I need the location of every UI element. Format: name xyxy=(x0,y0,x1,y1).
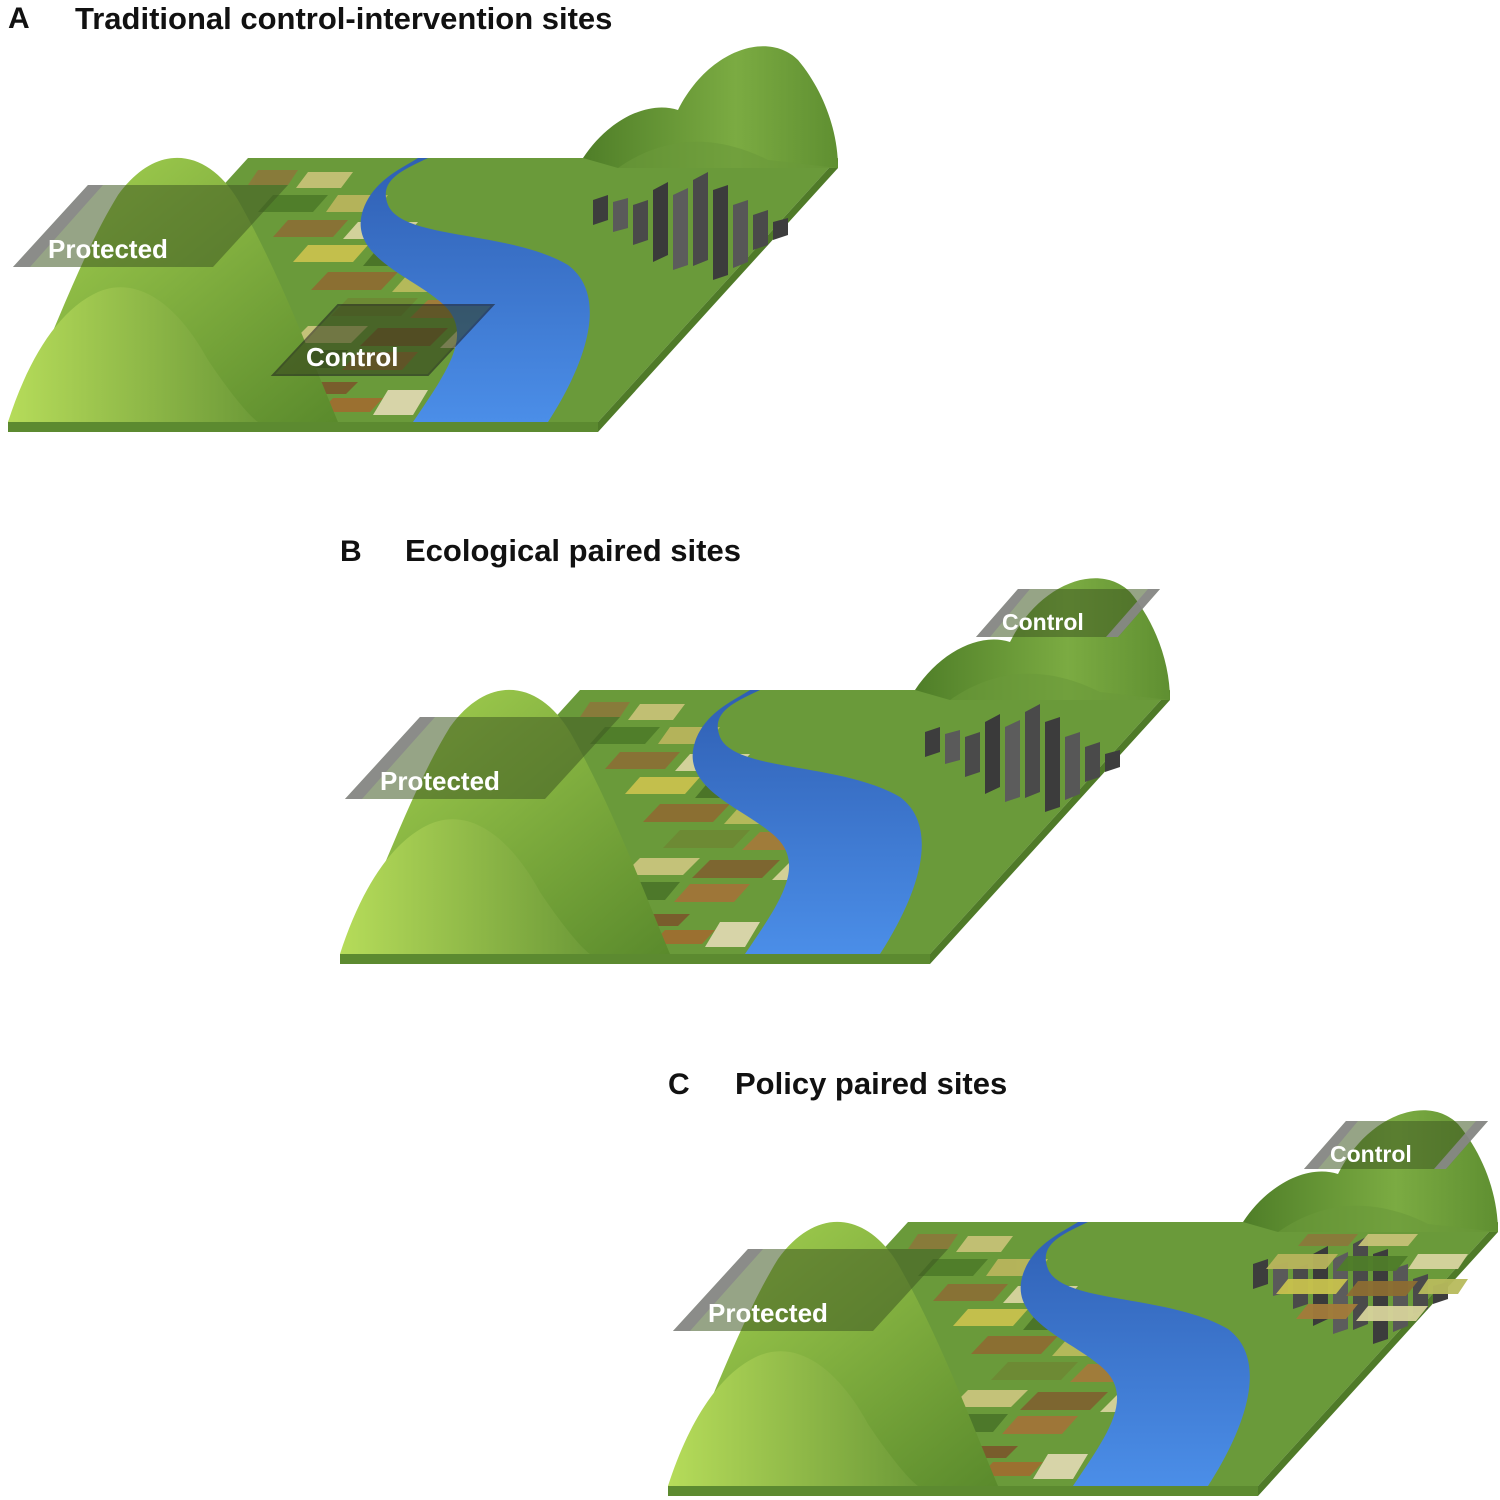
panel-b-control-site: Control xyxy=(976,589,1160,637)
panel-b-title: Ecological paired sites xyxy=(405,533,741,568)
panel-a-title: Traditional control-intervention sites xyxy=(75,1,613,36)
panel-a-protected-label: Protected xyxy=(48,234,168,264)
panel-c-letter: C xyxy=(668,1068,690,1101)
panel-b-letter: B xyxy=(340,535,362,568)
panel-c-protected-site: Protected xyxy=(673,1249,948,1331)
panel-c-protected-label: Protected xyxy=(708,1298,828,1328)
panel-c-control-site: Control xyxy=(1304,1121,1488,1169)
panel-a-landscape: Protected Control xyxy=(8,46,838,432)
panel-c-control-label: Control xyxy=(1330,1141,1412,1167)
panel-a-letter: A xyxy=(8,2,30,35)
panel-a-protected-site: Protected xyxy=(13,185,288,267)
panel-b-protected-label: Protected xyxy=(380,766,500,796)
panel-b-landscape: Protected Control xyxy=(340,578,1170,964)
panel-b-protected-site: Protected xyxy=(345,717,620,799)
panel-c-extra-fields xyxy=(1266,1234,1468,1321)
panel-a-control-site: Control xyxy=(270,304,496,376)
panel-c-title: Policy paired sites xyxy=(735,1066,1008,1101)
panel-c-landscape: Protected Control xyxy=(668,1110,1498,1496)
panel-b-control-label: Control xyxy=(1002,609,1084,635)
panel-a-control-label: Control xyxy=(306,342,398,372)
